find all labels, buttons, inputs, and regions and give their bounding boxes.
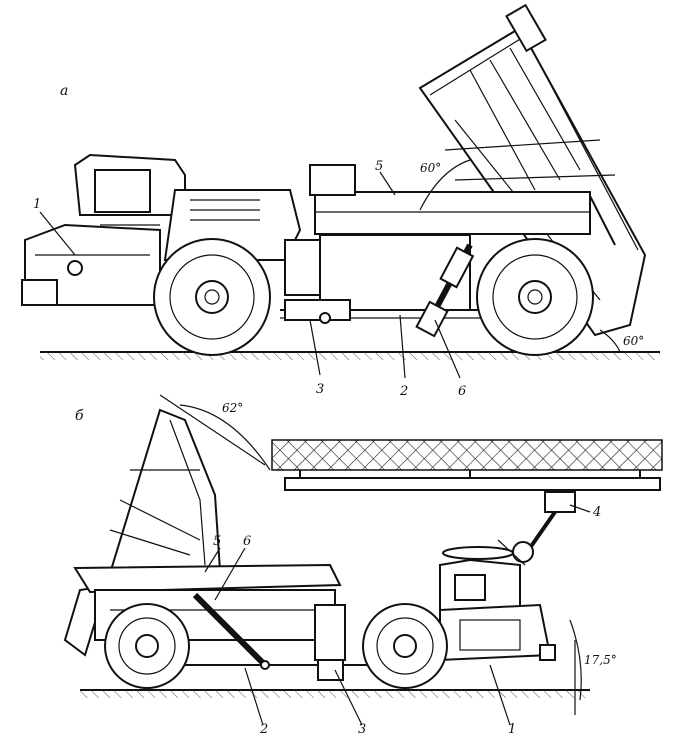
frame-a xyxy=(280,164,616,319)
rear-wheel-a xyxy=(476,238,594,356)
ground-line-b xyxy=(80,689,590,698)
view-a-label: а xyxy=(60,83,68,99)
callout-b-3: 3 xyxy=(358,722,366,735)
engine-hood-b xyxy=(439,603,556,662)
view-a: а xyxy=(21,3,660,399)
cab-b xyxy=(439,546,521,611)
articulation-joint-a xyxy=(284,239,351,324)
cab-a xyxy=(73,153,186,236)
front-wheel-b xyxy=(362,603,448,689)
callout-a-1: 1 xyxy=(33,197,41,212)
front-bumper-a xyxy=(21,223,161,306)
angle-a-ground: 60° xyxy=(623,334,644,348)
callout-a-5: 5 xyxy=(375,159,383,174)
callout-b-5: 5 xyxy=(213,534,221,549)
ground-line-a xyxy=(40,351,660,360)
angle-b-approach: 17,5° xyxy=(584,653,617,667)
view-b-label: б xyxy=(75,408,84,424)
view-b: б xyxy=(63,394,663,737)
callout-a-6: 6 xyxy=(458,384,466,399)
angle-b-tip: 62° xyxy=(222,401,243,415)
tip-angle-arc-b xyxy=(179,404,271,471)
tip-angle-arc-a xyxy=(419,159,471,211)
callout-b-1: 1 xyxy=(508,722,516,735)
rear-wheel-b xyxy=(104,603,190,689)
hoist-cylinder-b xyxy=(192,592,270,670)
callout-b-4: 4 xyxy=(592,505,601,520)
hoist-cylinder-a xyxy=(415,243,475,338)
articulation-joint-b xyxy=(314,604,346,681)
approach-angle-arc-b xyxy=(569,619,582,701)
angle-a-tip: 60° xyxy=(420,161,441,175)
overhead-mesh-b xyxy=(271,439,663,491)
callout-a-3: 3 xyxy=(316,382,324,397)
callout-a-2: 2 xyxy=(399,384,408,399)
callout-b-2: 2 xyxy=(259,722,268,735)
front-wheel-a xyxy=(153,238,271,356)
ground-angle-arc-a xyxy=(599,329,621,353)
callout-b-6: 6 xyxy=(243,534,251,549)
